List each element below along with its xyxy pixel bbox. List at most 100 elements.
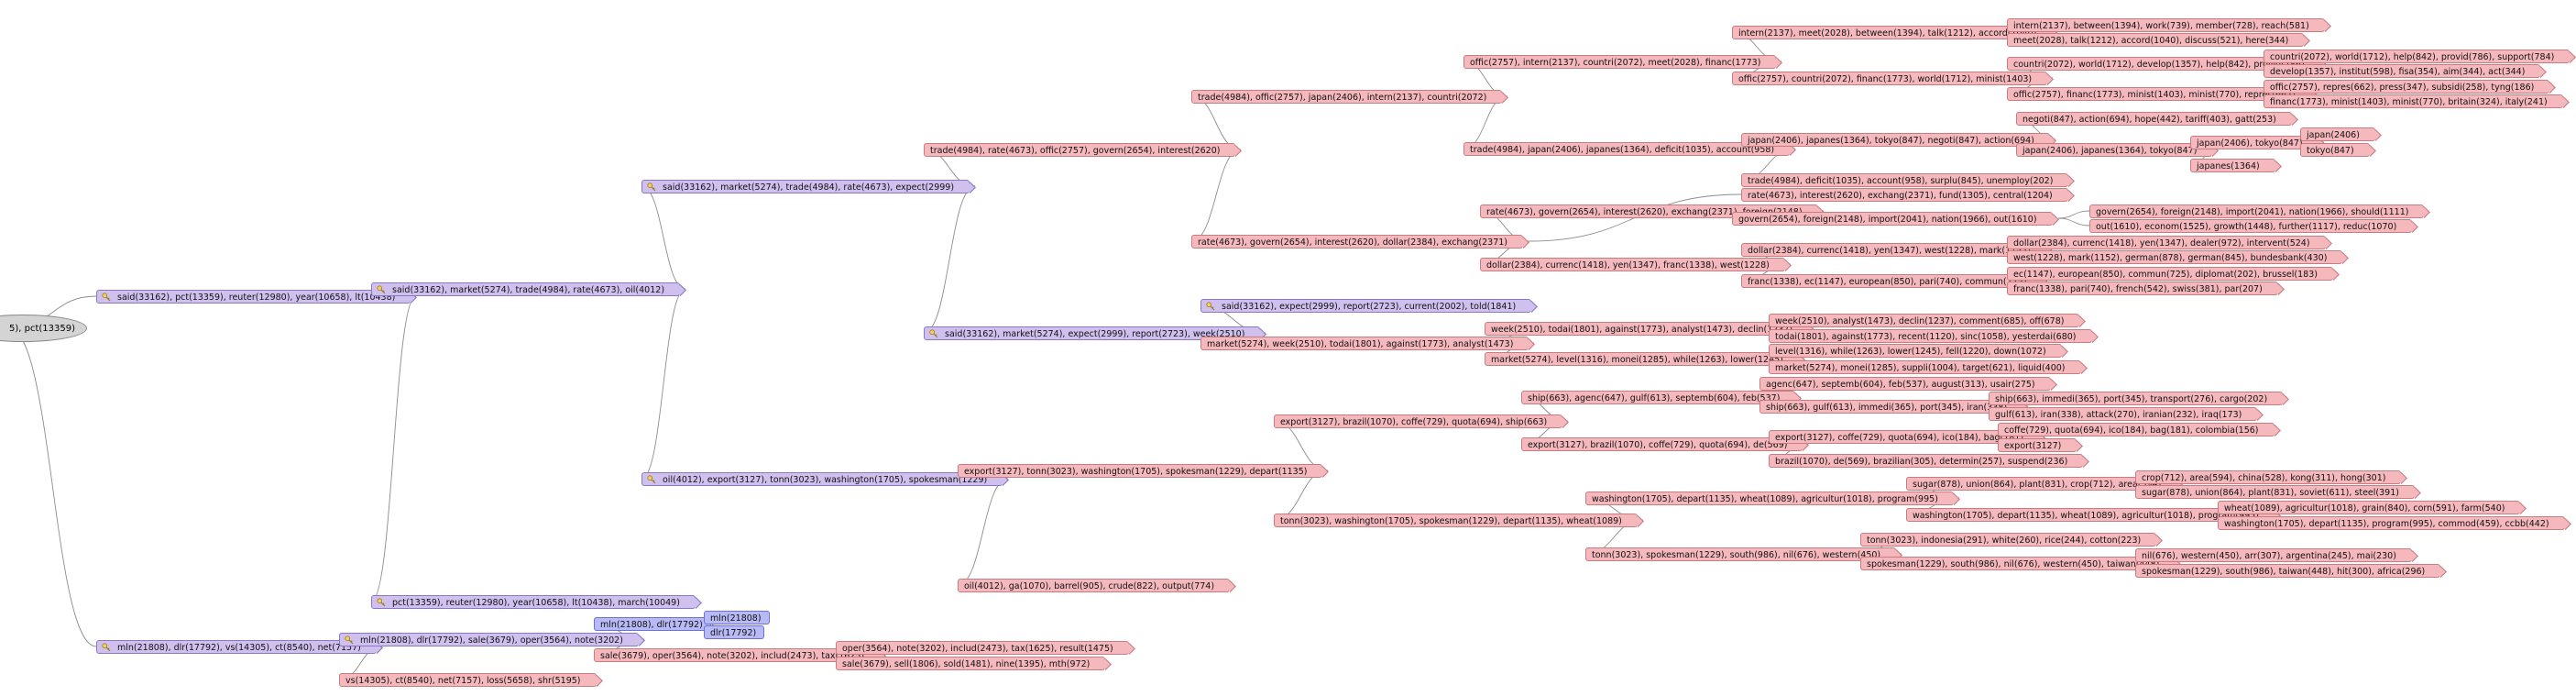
tree-node[interactable]: pct(13359), reuter(12980), year(10658), …	[371, 594, 696, 609]
tree-node[interactable]: sugar(878), union(864), plant(831), sovi…	[2135, 484, 2415, 499]
tree-node-label: countri(2072), world(1712), develop(1357…	[2013, 59, 2305, 70]
tree-node[interactable]: dollar(2384), currenc(1418), yen(1347), …	[1480, 257, 1785, 271]
tree-node[interactable]: export(3127), coffe(729), quota(694), ic…	[1769, 429, 2040, 444]
tree-node[interactable]: trade(4984), rate(4673), offic(2757), go…	[924, 142, 1236, 157]
tree-node[interactable]: rate(4673), interest(2620), exchang(2371…	[1741, 187, 2068, 202]
tree-node[interactable]: japan(2406)	[2300, 127, 2375, 141]
tree-node[interactable]: said(33162), expect(2999), report(2723),…	[1200, 298, 1532, 313]
tree-node-label: develop(1357), institut(598), fisa(354),…	[2270, 66, 2526, 77]
tree-node[interactable]: govern(2654), foreign(2148), import(2041…	[1732, 211, 2053, 226]
tree-node[interactable]: trade(4984), deficit(1035), account(958)…	[1741, 172, 2069, 187]
tree-node[interactable]: said(33162), pct(13359), reuter(12980), …	[96, 289, 411, 304]
tree-node-label: offic(2757), repres(662), press(347), su…	[2270, 82, 2535, 93]
tree-node[interactable]: trade(4984), offic(2757), japan(2406), i…	[1191, 89, 1503, 104]
tree-node-label: market(5274), level(1316), monei(1285), …	[1491, 354, 1783, 365]
tree-node[interactable]: meet(2028), talk(1212), accord(1040), di…	[2007, 32, 2305, 47]
tree-node-label: govern(2654), foreign(2148), import(2041…	[1738, 214, 2037, 225]
tree-node[interactable]: week(2510), analyst(1473), declin(1237),…	[1769, 313, 2080, 327]
tree-node[interactable]: said(33162), market(5274), trade(4984), …	[371, 282, 681, 296]
tree-node[interactable]: wheat(1089), agricultur(1018), grain(840…	[2218, 500, 2521, 514]
tree-node[interactable]: mln(21808), dlr(17792), sale(3679), oper…	[339, 632, 639, 646]
tree-node[interactable]: west(1228), mark(1152), german(878), ger…	[2007, 249, 2343, 264]
tree-node-label: west(1228), mark(1152), german(878), ger…	[2013, 252, 2328, 263]
key-icon	[647, 182, 656, 191]
tree-node[interactable]: tonn(3023), washington(1705), spokesman(…	[1274, 513, 1638, 527]
tree-node[interactable]: ship(663), gulf(613), immedi(365), port(…	[1759, 399, 2023, 414]
tree-node-label: oil(4012), export(3127), tonn(3023), was…	[663, 474, 988, 485]
tree-node[interactable]: export(3127), brazil(1070), coffe(729), …	[1274, 414, 1563, 428]
tree-node[interactable]: dollar(2384), currenc(1418), yen(1347), …	[2007, 235, 2326, 249]
tree-node[interactable]: nil(676), western(450), arr(307), argent…	[2135, 547, 2412, 562]
tree-node[interactable]: dlr(17792)	[704, 624, 765, 639]
tree-node[interactable]: japan(2406), tokyo(847)	[2190, 135, 2318, 149]
tree-node[interactable]: ec(1147), european(850), commun(725), di…	[2007, 266, 2333, 281]
tree-node[interactable]: japanes(1364)	[2190, 158, 2275, 172]
tree-node[interactable]: mln(21808)	[704, 610, 770, 624]
tree-node[interactable]: tonn(3023), indonesia(291), white(260), …	[1860, 532, 2157, 547]
tree-node[interactable]: offic(2757), intern(2137), countri(2072)…	[1463, 54, 1777, 69]
tree-node[interactable]: coffe(729), quota(694), ico(184), bag(18…	[1998, 422, 2275, 436]
tree-node[interactable]: said(33162), market(5274), trade(4984), …	[641, 179, 970, 193]
tree-node[interactable]: intern(2137), meet(2028), between(1394),…	[1732, 25, 2053, 39]
tree-node[interactable]: market(5274), level(1316), monei(1285), …	[1485, 351, 1799, 366]
tree-node-label: oil(4012), ga(1070), barrel(905), crude(…	[964, 580, 1215, 591]
tree-node[interactable]: agenc(647), septemb(604), feb(537), augu…	[1759, 376, 2051, 391]
tree-node-label: out(1610), econom(1525), growth(1448), f…	[2096, 221, 2397, 232]
tree-node[interactable]: dollar(2384), currenc(1418), yen(1347), …	[1741, 242, 2046, 257]
tree-node[interactable]: washington(1705), depart(1135), wheat(10…	[1585, 491, 1954, 505]
tree-node[interactable]: offic(2757), countri(2072), financ(1773)…	[1732, 71, 2048, 85]
tree-node[interactable]: todai(1801), against(1773), recent(1120)…	[1769, 328, 2092, 343]
tree-node-label: dollar(2384), currenc(1418), yen(1347), …	[2013, 238, 2310, 249]
tree-node[interactable]: negoti(847), action(694), hope(442), tar…	[2016, 111, 2292, 126]
tree-node[interactable]: tonn(3023), spokesman(1229), south(986),…	[1585, 547, 1897, 561]
tree-node[interactable]: mln(21808), dlr(17792), vs(14305), ct(85…	[96, 639, 377, 654]
tree-node[interactable]: countri(2072), world(1712), develop(1357…	[2007, 56, 2320, 71]
tree-node-label: meet(2028), talk(1212), accord(1040), di…	[2013, 35, 2289, 46]
tree-node-label: said(33162), expect(2999), report(2723),…	[1222, 301, 1517, 312]
tree-node[interactable]: spokesman(1229), south(986), nil(676), w…	[1860, 556, 2176, 570]
tree-node-label: japanes(1364)	[2197, 160, 2260, 171]
tree-node[interactable]: financ(1773), minist(1403), minist(770),…	[2264, 94, 2563, 108]
tree-node[interactable]: spokesman(1229), south(986), taiwan(448)…	[2135, 563, 2441, 578]
tree-node[interactable]: crop(712), area(594), china(528), kong(3…	[2135, 470, 2402, 484]
tree-node[interactable]: brazil(1070), de(569), brazilian(305), d…	[1769, 453, 2084, 468]
tree-node[interactable]: gulf(613), iran(338), attack(270), irani…	[1989, 406, 2258, 421]
tree-node[interactable]: tokyo(847)	[2300, 142, 2370, 157]
tree-node[interactable]: sale(3679), sell(1806), sold(1481), nine…	[836, 656, 1106, 670]
tree-node[interactable]: intern(2137), between(1394), work(739), …	[2007, 17, 2325, 32]
tree-node[interactable]: export(3127), tonn(3023), washington(170…	[958, 463, 1323, 478]
tree-node-label: japan(2406), japanes(1364), tokyo(847)	[2022, 145, 2198, 156]
tree-node[interactable]: rate(4673), govern(2654), interest(2620)…	[1191, 234, 1524, 249]
tree-node[interactable]: trade(4984), japan(2406), japanes(1364),…	[1463, 141, 1791, 156]
tree-node[interactable]: vs(14305), ct(8540), net(7157), loss(565…	[339, 672, 597, 687]
tree-node[interactable]: out(1610), econom(1525), growth(1448), f…	[2089, 218, 2413, 233]
tree-node[interactable]: market(5274), week(2510), todai(1801), a…	[1200, 336, 1529, 350]
tree-edge	[957, 478, 1009, 586]
tree-node[interactable]: govern(2654), foreign(2148), import(2041…	[2089, 204, 2425, 218]
tree-node[interactable]: develop(1357), institut(598), fisa(354),…	[2264, 63, 2541, 78]
tree-node[interactable]: oil(4012), export(3127), tonn(3023), was…	[641, 471, 1003, 486]
tree-node[interactable]: export(3127), brazil(1070), coffe(729), …	[1521, 436, 1803, 451]
tree-node[interactable]: oil(4012), ga(1070), barrel(905), crude(…	[958, 578, 1231, 592]
tree-edge	[641, 288, 686, 480]
tree-node[interactable]: ship(663), immedi(365), port(345), trans…	[1989, 391, 2284, 405]
tree-node[interactable]: level(1316), while(1263), lower(1245), f…	[1769, 343, 2062, 358]
key-icon	[102, 642, 111, 651]
tree-node[interactable]: week(2510), todai(1801), against(1773), …	[1485, 321, 1809, 336]
tree-node[interactable]: market(5274), monei(1285), suppli(1004),…	[1769, 359, 2081, 374]
tree-node-label: mln(21808)	[710, 613, 762, 624]
tree-node[interactable]: export(3127)	[1998, 437, 2077, 452]
tree-node[interactable]: said(33162), market(5274), expect(2999),…	[924, 326, 1261, 340]
tree-node[interactable]: countri(2072), world(1712), help(842), p…	[2264, 49, 2571, 63]
tree-node-label: gulf(613), iran(338), attack(270), irani…	[1995, 409, 2242, 420]
tree-node-label: washington(1705), depart(1135), program(…	[2224, 518, 2549, 529]
tree-node[interactable]: franc(1338), pari(740), french(542), swi…	[2007, 281, 2278, 295]
tree-node[interactable]: franc(1338), ec(1147), european(850), pa…	[1741, 273, 2043, 288]
tree-node[interactable]: japan(2406), japanes(1364), tokyo(847), …	[1741, 132, 2050, 147]
tree-node[interactable]: ship(663), agenc(647), gulf(613), septem…	[1521, 390, 1796, 404]
tree-node[interactable]: mln(21808), dlr(17792)	[594, 616, 711, 631]
tree-node[interactable]: offic(2757), repres(662), press(347), su…	[2264, 79, 2550, 94]
tree-node[interactable]: washington(1705), depart(1135), program(…	[2218, 515, 2565, 530]
tree-node[interactable]: japan(2406), japanes(1364), tokyo(847)	[2016, 142, 2213, 157]
tree-node[interactable]: oper(3564), note(3202), includ(2473), ta…	[836, 640, 1129, 655]
